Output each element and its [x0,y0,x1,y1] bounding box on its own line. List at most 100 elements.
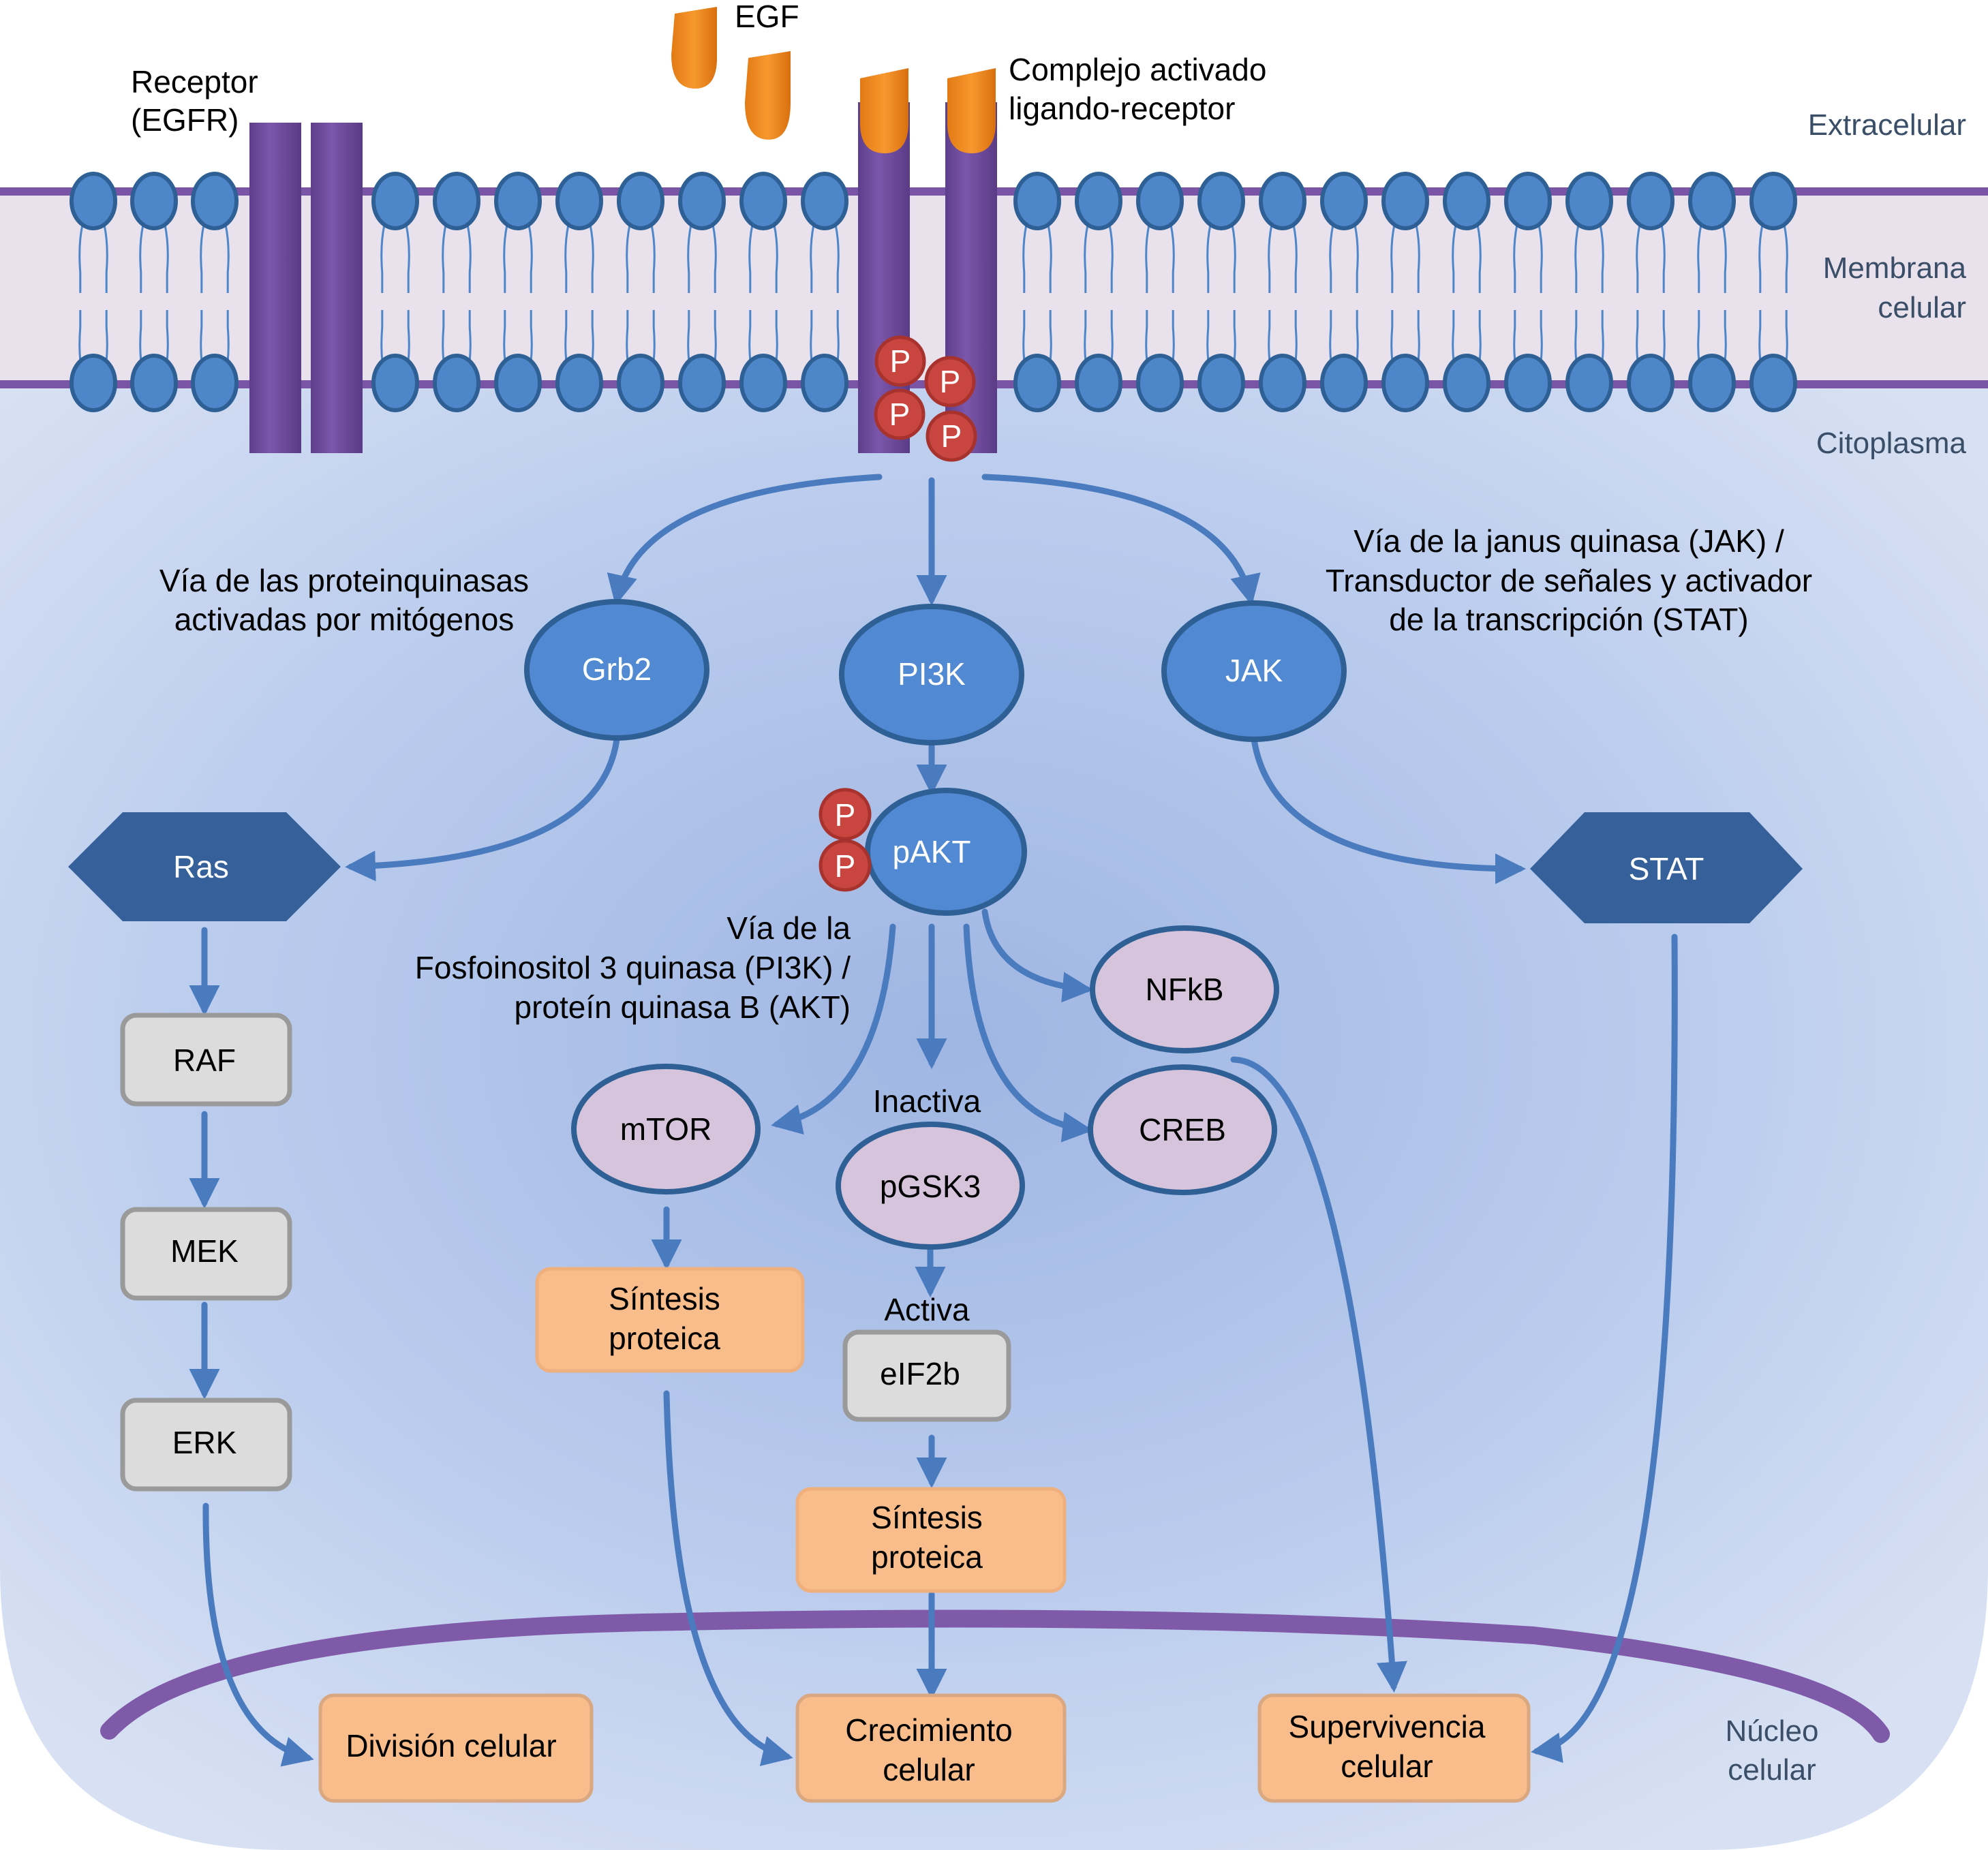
outcome-sintesis-proteica-left[interactable]: Síntesis proteica [535,1267,805,1373]
cytoplasm-region [0,382,1988,1850]
phospholipid-icon [555,172,603,412]
node-erk-label: ERK [172,1425,237,1460]
phospholipid-icon [801,172,848,412]
egf-label: EGF [735,0,799,34]
outcome-division-celular[interactable]: División celular [318,1693,594,1803]
crecimiento-line2: celular [883,1752,975,1787]
svg-text:P: P [889,397,911,432]
node-mek-label: MEK [170,1233,239,1269]
receptor-label-line2: (EGFR) [131,102,239,138]
division-label: División celular [346,1728,556,1763]
region-label-nucleus-line1: Núcleo [1726,1714,1819,1748]
crecimiento-line1: Crecimiento [845,1712,1012,1748]
node-grb2[interactable]: Grb2 [524,599,709,741]
arrow-sintesis-left-to-crecimiento [663,1390,793,1766]
node-eif2b[interactable]: eIF2b [842,1329,1011,1422]
region-label-nucleus-line2: celular [1728,1753,1816,1787]
node-eif2b-label: eIF2b [880,1356,960,1391]
pi3k-pathway-label-line2: Fosfoinositol 3 quinasa (PI3K) / [415,950,851,985]
egfr-receptor-inactive[interactable] [249,123,363,453]
svg-text:P: P [835,848,856,884]
phospholipid-icon [433,172,480,412]
phospholipid-icon [1504,172,1552,412]
phospholipid-icon [1565,172,1613,412]
arrow-jak-to-stat [1251,736,1526,884]
pathway-arrows [189,474,1678,1767]
phospholipid-icon [1749,172,1797,412]
phosphate-icon: P [924,356,976,407]
node-pi3k-label: PI3K [898,656,966,692]
node-stat-label: STAT [1629,851,1704,887]
svg-text:P: P [940,364,961,399]
receptor-label-line1: Receptor [131,64,258,99]
supervivencia-line1: Supervivencia [1289,1709,1486,1744]
outcome-crecimiento-celular[interactable]: Crecimiento celular [795,1693,1067,1803]
phospholipid-icon [494,172,542,412]
jak-pathway-label-line3: de la transcripción (STAT) [1389,602,1748,637]
mapk-pathway-label-line1: Vía de las proteinquinasas [159,563,529,598]
phosphate-icon: P [926,410,977,462]
node-raf[interactable]: RAF [120,1013,292,1107]
phospholipid-icon [617,172,664,412]
complex-label-line2: ligando-receptor [1009,91,1235,126]
mapk-pathway-label-line2: activadas por mitógenos [174,602,515,637]
phosphate-icon: P [819,788,872,841]
phospholipid-icon [130,172,178,412]
node-pgsk3[interactable]: pGSK3 [836,1122,1025,1250]
node-jak[interactable]: JAK [1161,600,1347,742]
phospholipid-icon [371,172,419,412]
phospholipid-icon [678,172,726,412]
node-pi3k[interactable]: PI3K [839,604,1024,745]
svg-text:P: P [890,343,911,379]
region-label-cytoplasm: Citoplasma [1816,427,1967,460]
outcome-supervivencia-celular[interactable]: Supervivencia celular [1257,1693,1531,1803]
jak-pathway-label-line1: Vía de la janus quinasa (JAK) / [1354,523,1784,559]
phospholipid-icon [1197,172,1245,412]
node-nfkb-label: NFkB [1146,972,1224,1007]
bound-egf-ligand-icon [947,68,996,153]
phospholipid-icon [191,172,239,412]
node-pgsk3-label: pGSK3 [880,1169,981,1204]
node-mek[interactable]: MEK [120,1207,292,1301]
annotation-inactiva: Inactiva [873,1083,981,1119]
supervivencia-line2: celular [1341,1748,1433,1784]
complex-label-line1: Complejo activado [1009,52,1266,87]
sintesis-center-line1: Síntesis [871,1500,983,1535]
node-mtor[interactable]: mTOR [571,1064,761,1194]
node-ras-label: Ras [173,849,229,884]
node-grb2-label: Grb2 [582,651,652,687]
receptor-phosphates: P P P P [874,335,977,462]
node-creb[interactable]: CREB [1088,1064,1277,1195]
phospholipid-icon [1320,172,1368,412]
sintesis-left-line2: proteica [609,1321,720,1356]
phospholipid-icon [1381,172,1429,412]
arrow-grb2-to-ras [345,736,620,882]
region-label-membrane-line1: Membrana [1823,251,1967,285]
pi3k-pathway-label-line3: proteín quinasa B (AKT) [515,989,851,1025]
phospholipid-icon [1259,172,1306,412]
outcome-sintesis-proteica-center[interactable]: Síntesis proteica [795,1487,1067,1593]
node-pakt-label: pAKT [892,834,970,869]
phospholipid-icon [1136,172,1184,412]
svg-text:P: P [835,797,856,833]
svg-text:P: P [941,418,962,454]
phospholipid-icon [1627,172,1674,412]
node-jak-label: JAK [1225,653,1283,688]
node-stat[interactable]: STAT [1530,812,1803,923]
node-pakt[interactable]: P P pAKT [819,788,1027,916]
arrow-pakt-to-creb [963,923,1093,1143]
phosphate-icon: P [874,335,926,387]
sintesis-left-line1: Síntesis [609,1281,720,1316]
node-erk[interactable]: ERK [120,1398,292,1492]
node-raf-label: RAF [173,1043,236,1078]
region-label-extracellular: Extracelular [1808,108,1966,142]
egf-ligand-icon[interactable] [745,51,791,140]
arrow-receptor-to-grb2 [607,474,883,606]
egf-ligand-icon[interactable] [671,7,717,89]
node-ras[interactable]: Ras [68,812,341,921]
pi3k-pathway-label-line1: Vía de la [727,910,851,946]
node-nfkb[interactable]: NFkB [1090,925,1279,1053]
phosphate-icon: P [874,388,926,440]
arrow-creb-to-supervivencia [1230,1056,1407,1693]
